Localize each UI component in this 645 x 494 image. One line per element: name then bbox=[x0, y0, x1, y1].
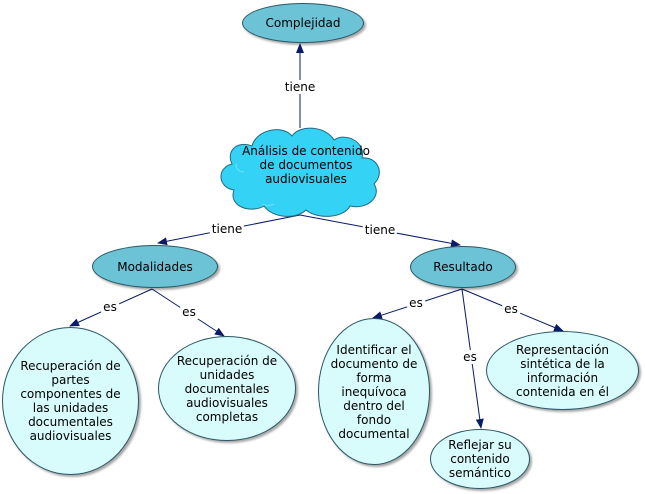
node-resultado[interactable]: Resultado bbox=[410, 246, 516, 288]
link-label-tiene-resultado: tiene bbox=[362, 223, 398, 237]
node-modalidades-text: Modalidades bbox=[117, 259, 193, 274]
node-recuperacion-completas[interactable]: Recuperación de unidades documentales au… bbox=[158, 336, 296, 441]
link-label-es-representacion: es bbox=[502, 302, 520, 316]
node-identificar-text: Identificar el documento de forma inequí… bbox=[330, 342, 418, 441]
link-label-es-partes: es bbox=[101, 300, 119, 314]
cloud-shape bbox=[220, 127, 380, 217]
node-complejidad-text: Complejidad bbox=[265, 16, 341, 30]
node-recuperacion-partes[interactable]: Recuperación de partes componentes de la… bbox=[2, 327, 139, 475]
node-analisis-text[interactable]: Análisis de contenido de documentos audi… bbox=[242, 144, 370, 186]
node-complejidad[interactable]: Complejidad bbox=[242, 3, 364, 43]
link-label-es-identificar: es bbox=[407, 296, 425, 310]
node-identificar[interactable]: Identificar el documento de forma inequí… bbox=[318, 318, 430, 465]
link-label-tiene-complejidad: tiene bbox=[282, 80, 318, 94]
node-reflejar[interactable]: Reflejar su contenido semántico bbox=[430, 429, 530, 489]
link-label-tiene-modalidades: tiene bbox=[209, 222, 245, 236]
node-recuperacion-partes-text: Recuperación de partes componentes de la… bbox=[20, 359, 121, 443]
link-label-es-reflejar: es bbox=[461, 350, 479, 364]
node-modalidades[interactable]: Modalidades bbox=[92, 245, 218, 288]
node-representacion[interactable]: Representación sintética de la informaci… bbox=[486, 331, 639, 410]
node-representacion-text: Representación sintética de la informaci… bbox=[515, 342, 610, 399]
link-label-es-completas: es bbox=[180, 305, 198, 319]
node-reflejar-text: Reflejar su contenido semántico bbox=[448, 438, 512, 480]
node-recuperacion-completas-text: Recuperación de unidades documentales au… bbox=[176, 353, 278, 424]
node-resultado-text: Resultado bbox=[433, 260, 493, 274]
